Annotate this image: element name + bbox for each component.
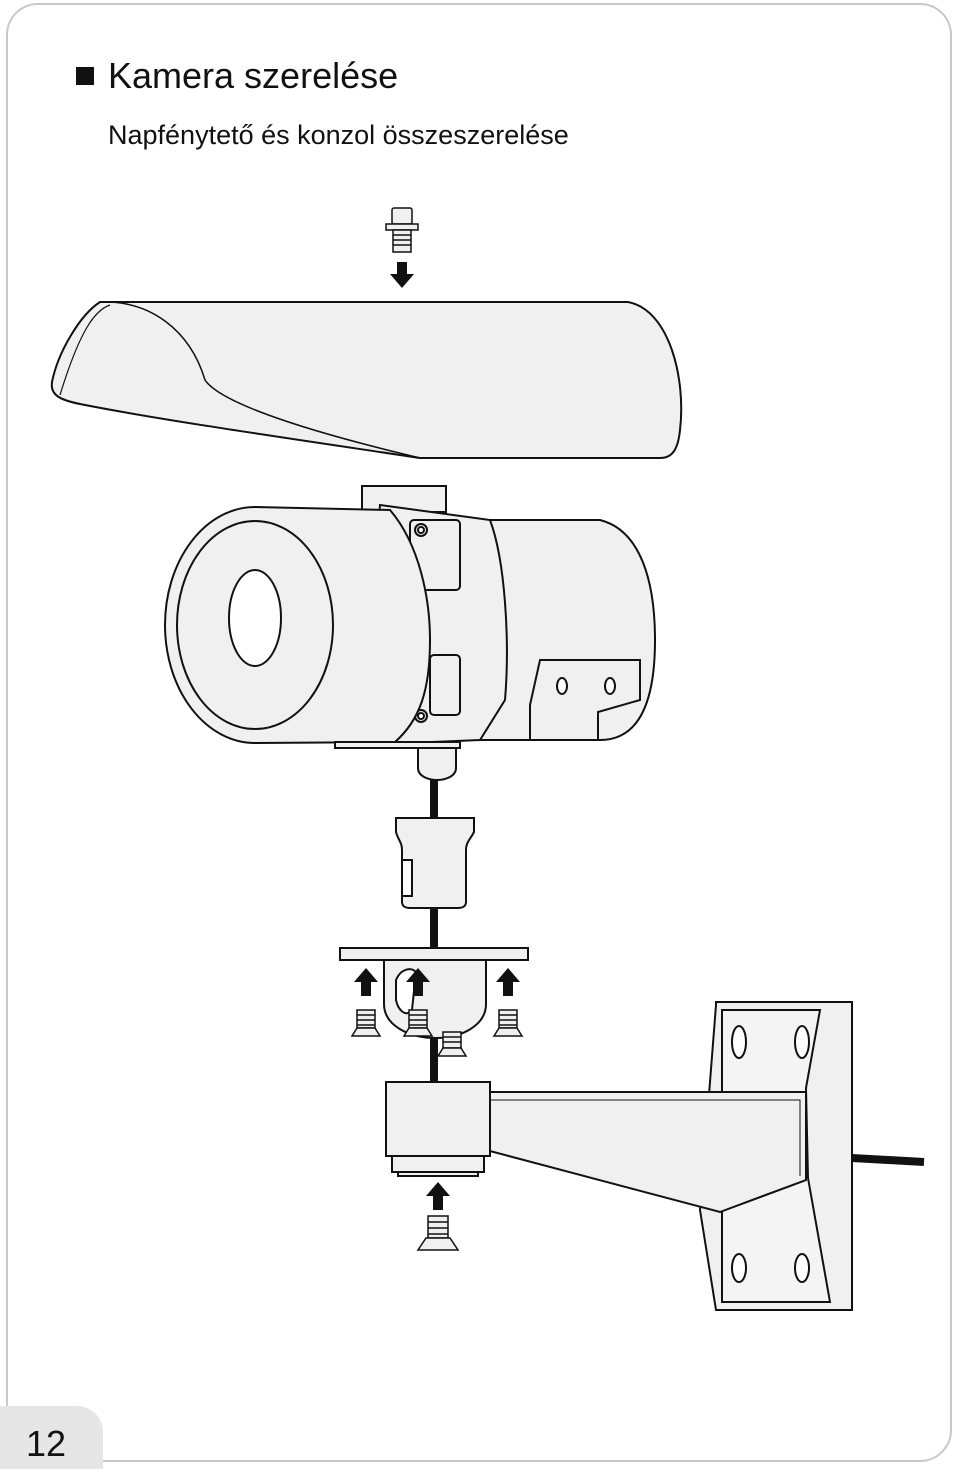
cable xyxy=(851,1154,925,1166)
page-number-tab xyxy=(0,1406,103,1469)
page-number: 12 xyxy=(26,1423,67,1464)
square-bullet-icon xyxy=(76,67,94,85)
arrow-down-icon xyxy=(390,262,414,288)
screw-icon xyxy=(350,1009,524,1251)
top-screw-icon xyxy=(385,207,419,253)
camera-body xyxy=(164,485,657,782)
arrow-up-icon xyxy=(354,968,520,1210)
page-title: Kamera szerelése xyxy=(108,55,399,96)
title-row: Kamera szerelése xyxy=(76,58,398,94)
page-frame xyxy=(6,3,952,1462)
section-subtitle: Napfénytető és konzol összeszerelése xyxy=(108,120,569,150)
sunshield xyxy=(50,301,683,459)
mounting-rod xyxy=(430,780,438,1082)
wall-bracket xyxy=(385,1001,853,1311)
swivel-joint xyxy=(395,817,475,909)
